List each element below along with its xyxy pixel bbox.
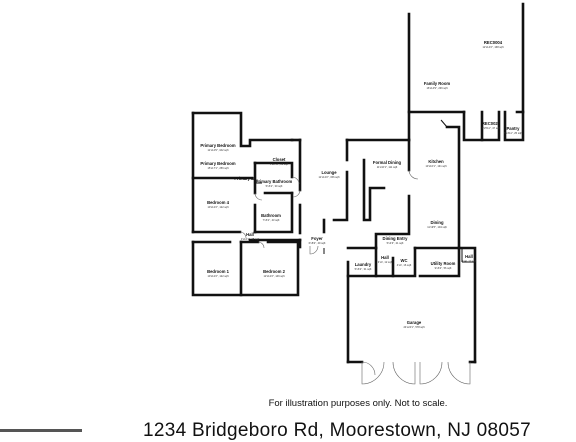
room-dims-hall1: 3'x16'1", 48 sqft (241, 237, 259, 241)
room-dims-bed4: 10'x12'2", 122 sqft (207, 205, 228, 209)
room-label-garage: Garage (407, 320, 422, 325)
room-label-pantry: Pantry (506, 126, 520, 131)
room-label-hall2: Hall (381, 255, 389, 260)
room-dims-prim_bed_top: 11'x14'9", 162 sqft (208, 148, 229, 152)
room-label-bed2: Bedroom 2 (263, 269, 286, 274)
door-swings (239, 169, 471, 385)
room-label-hall1: Hall (246, 232, 254, 237)
room-label-kitchen: Kitchen (428, 159, 444, 164)
room-label-dining_entry: Dining Entry (383, 236, 409, 241)
room-label-bed1: Bedroom 1 (207, 269, 230, 274)
room-dims-rec1: 12'x14'2", 168 sqft (482, 45, 503, 49)
room-dims-prim_bath: 5'x6'1", 30 sqft (266, 184, 283, 188)
room-label-lounge: Lounge (321, 170, 337, 175)
room-dims-hall2: 3'x4', 12 sqft (378, 260, 393, 264)
room-dims-wc: 4'x4', 16 sqft (397, 263, 412, 267)
room-dims-bed1: 10'x12'2", 122 sqft (207, 274, 228, 278)
room-dims-prim_bed: 15'x17'1", 256 sqft (207, 166, 228, 170)
room-label-laundry: Laundry (355, 262, 372, 267)
room-dims-bath: 7'x6'1", 43 sqft (263, 218, 280, 222)
room-label-prim_bed_top: Primary Bedroom (200, 143, 235, 148)
room-label-formal_dining: Formal Dining (373, 160, 402, 165)
room-dims-foyer: 6'x8'2", 49 sqft (309, 241, 326, 245)
room-label-prim_bath: Primary Bathroom (256, 179, 293, 184)
room-label-closet: Closet (273, 157, 286, 162)
room-label-bath: Bathroom (261, 213, 281, 218)
room-label-hall3: Hall (465, 254, 473, 259)
room-dims-formal_dining: 11'x10'1", 111 sqft (377, 165, 398, 169)
room-dims-laundry: 5'x6'2", 31 sqft (355, 267, 372, 271)
room-label-utility: Utility Room (431, 261, 456, 266)
room-dims-dining_entry: 5'x4'3", 21 sqft (387, 241, 404, 245)
room-dims-garage: 24'x24'1", 578 sqft (403, 325, 424, 329)
room-dims-hall3: 3'x4', 12 sqft (462, 259, 477, 263)
room-label-family: Family Room (424, 81, 451, 86)
room-dims-dining: 11'x9'5", 104 sqft (427, 225, 447, 229)
room-dims-pantry: 5'x4'11", 25 sqft (504, 131, 522, 135)
room-label-dining: Dining (430, 220, 443, 225)
room-dims-rec2: 8'x5'11", 47 sqft (482, 126, 500, 130)
address: 1234 Bridgeboro Rd, Moorestown, NJ 08057 (143, 420, 532, 441)
room-label-wc: WC (401, 258, 408, 263)
room-dims-closet: 4'10"x4', 19 sqft (270, 162, 288, 166)
room-dims-bed2: 12'x12'2", 146 sqft (263, 274, 284, 278)
walls (191, 2, 525, 364)
room-label-bed4: Bedroom 4 (207, 200, 230, 205)
room-label-foyer: Foyer (311, 236, 323, 241)
room-label-rec1: REC0004 (484, 40, 503, 45)
room-label-primary_short: Primary B... (234, 176, 257, 181)
room-label-rec2: REC0026 (482, 121, 501, 126)
room-dims-kitchen: 13'x10'1", 131 sqft (425, 164, 446, 168)
room-dims-lounge: 11'x14'2", 156 sqft (319, 175, 340, 179)
room-label-prim_bed: Primary Bedroom (200, 161, 235, 166)
footer-bar (0, 429, 82, 432)
interior-details (255, 119, 475, 263)
room-dims-utility: 9'x6'2", 56 sqft (435, 266, 452, 270)
caption: For illustration purposes only. Not to s… (268, 398, 448, 409)
room-dims-family: 16'x14'9", 236 sqft (426, 86, 447, 90)
